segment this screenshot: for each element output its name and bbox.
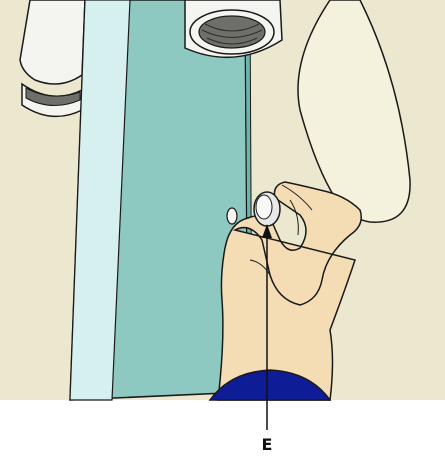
mounting-knob [254,192,280,226]
callout-label-e: E [257,436,277,454]
upper-screw-hole [227,208,237,224]
top-lamp-socket [185,0,282,57]
left-lamp-socket [20,0,85,116]
